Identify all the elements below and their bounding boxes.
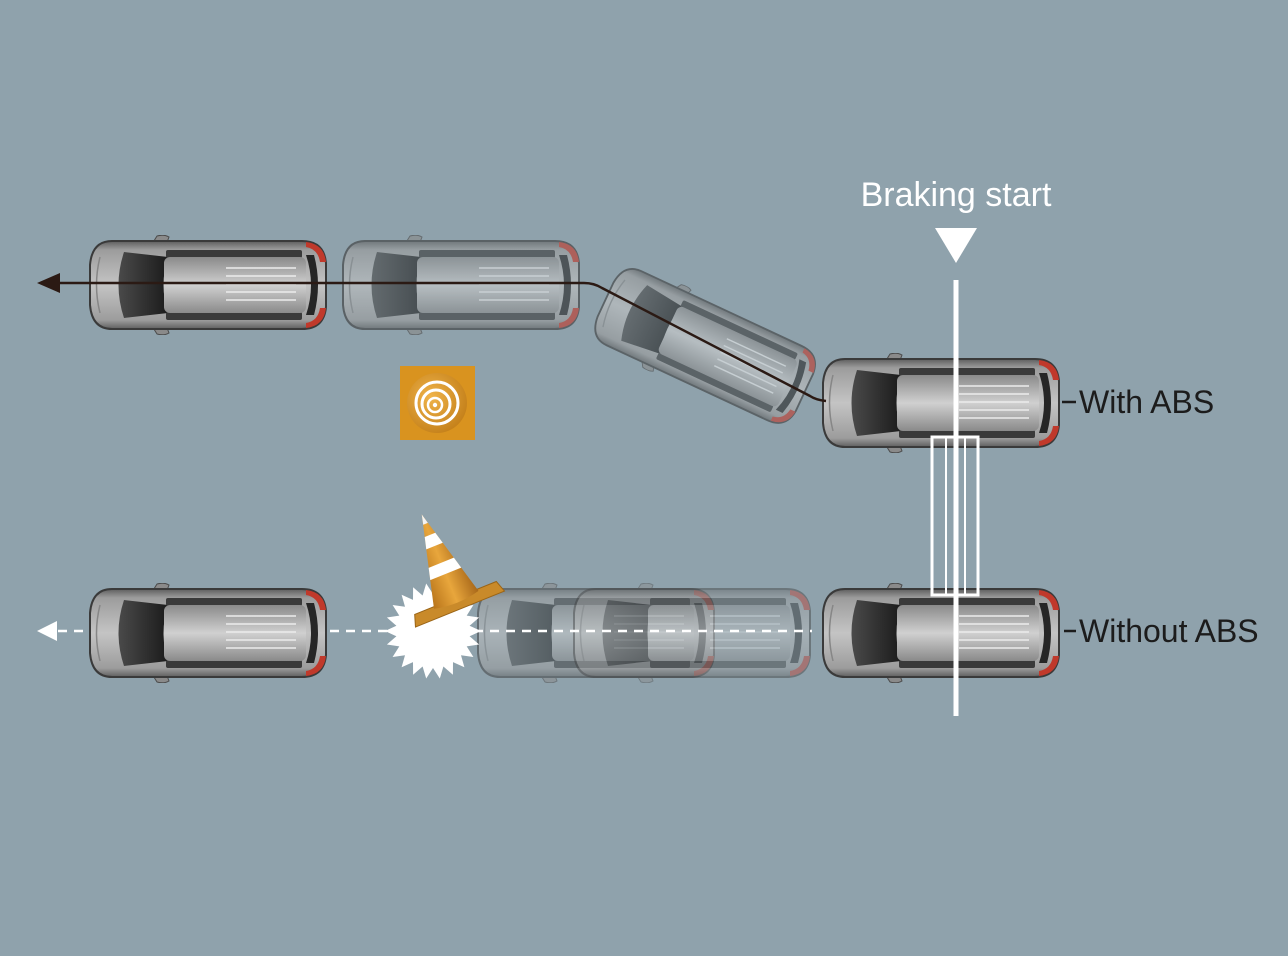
without-abs-row	[37, 514, 1060, 683]
with-abs-row	[37, 235, 1060, 453]
traffic-cone-icon	[414, 514, 506, 628]
traffic-cone-tip	[421, 514, 428, 525]
target-icon	[400, 366, 475, 440]
target-icon-ring-middle	[420, 388, 452, 420]
braking-start-marker: Braking start	[861, 176, 1052, 716]
target-icon-ring-outer	[414, 380, 460, 426]
car-without-abs-ghost-2	[573, 583, 811, 683]
arrow-left-icon	[37, 621, 57, 641]
braking-start-label: Braking start	[861, 176, 1052, 214]
traffic-cone-stripe-top	[424, 532, 443, 550]
car-without-abs-end	[89, 583, 327, 683]
target-icon-ring-inner	[426, 396, 444, 414]
car-without-abs-start	[822, 583, 1060, 683]
car-with-abs-end	[89, 235, 327, 335]
arrow-left-icon	[37, 273, 60, 293]
with-abs-label: With ABS	[1079, 384, 1214, 420]
down-triangle-icon	[935, 228, 977, 263]
traffic-cone-stripe-bottom	[428, 557, 462, 581]
target-icon-center	[432, 402, 438, 408]
car-with-abs-ghost-1	[342, 235, 580, 335]
with-abs-path	[56, 281, 827, 403]
without-abs-label: Without ABS	[1079, 613, 1259, 649]
